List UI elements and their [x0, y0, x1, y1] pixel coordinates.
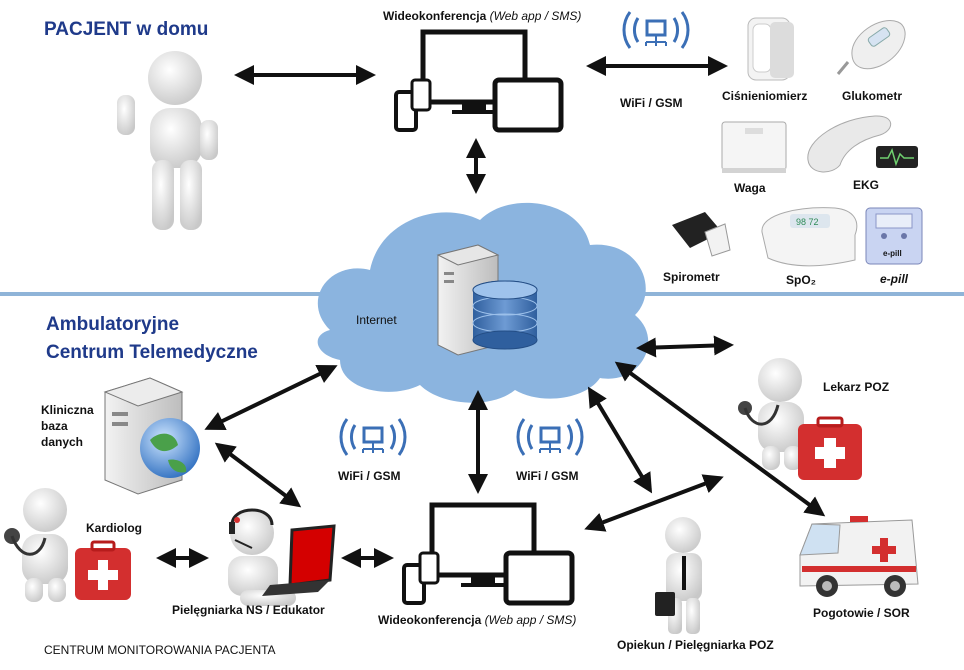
- clinical-database-server-icon: [103, 377, 200, 495]
- wifi-icon: [622, 11, 690, 49]
- internet-label: Internet: [356, 313, 397, 327]
- video-bottom-label-italic: (Web app / SMS): [484, 613, 577, 627]
- patient-figure: [117, 51, 218, 230]
- scale-icon: [721, 121, 787, 173]
- wifi-label-top: WiFi / GSM: [620, 96, 683, 110]
- video-top-label-italic: (Web app / SMS): [489, 9, 582, 23]
- ambulance-icon: [799, 516, 919, 597]
- monitoring-center-footer: CENTRUM MONITOROWANIA PACJENTA: [44, 643, 276, 657]
- cardiologist-figure: [4, 488, 68, 602]
- spo2-pulse-oximeter-icon: 98 72: [761, 207, 858, 267]
- video-bottom-label-text: Wideokonferencja: [378, 613, 482, 627]
- device-label-blood-pressure: Ciśnieniomierz: [722, 89, 808, 103]
- svg-text:98 72: 98 72: [796, 217, 819, 227]
- nurse-educator-label: Pielęgniarka NS / Edukator: [172, 603, 325, 617]
- wifi-icon: [516, 418, 584, 456]
- ekg-device-icon: [807, 115, 918, 173]
- arrow-cloud-carer: [587, 386, 653, 494]
- gp-doctor-label: Lekarz POZ: [823, 380, 890, 394]
- first-aid-kit-icon: [75, 540, 131, 600]
- carer-label: Opiekun / Pielęgniarka POZ: [617, 638, 774, 652]
- wifi-icon: [339, 418, 407, 456]
- device-label-spirometer: Spirometr: [663, 270, 720, 284]
- arrow-database-nurse: [214, 442, 302, 508]
- arrow-video-carer: [584, 474, 724, 532]
- e-pill-brand-text: e-pill: [883, 249, 902, 258]
- gp-doctor-figure: [738, 358, 804, 470]
- arrow-cloud-ambulance: [614, 361, 826, 517]
- spirometer-icon: [672, 212, 731, 257]
- clinical-database-label: Kliniczna baza danych: [41, 403, 94, 449]
- device-label-scale: Waga: [734, 181, 766, 195]
- device-label-glucometer: Glukometr: [842, 89, 903, 103]
- device-label-epill: e-pill: [880, 272, 909, 286]
- wifi-label-bottom-left: WiFi / GSM: [338, 469, 401, 483]
- video-devices-bottom-icon: [402, 502, 575, 606]
- video-devices-top-icon: [394, 29, 564, 133]
- carer-figure: [655, 517, 702, 634]
- first-aid-kit-icon: [798, 416, 862, 480]
- e-pill-dispenser-icon: e-pill: [865, 207, 923, 265]
- video-top-label: Wideokonferencja (Web app / SMS): [383, 9, 581, 23]
- glucometer-icon: [836, 20, 906, 75]
- laptop-icon: [262, 524, 336, 596]
- center-title-line1: Ambulatoryjne: [46, 314, 180, 335]
- video-top-label-text: Wideokonferencja: [383, 9, 487, 23]
- video-bottom-label: Wideokonferencja (Web app / SMS): [378, 613, 576, 627]
- cardiologist-label: Kardiolog: [86, 521, 142, 535]
- device-label-ekg: EKG: [853, 178, 880, 192]
- center-title-line2: Centrum Telemedyczne: [46, 342, 258, 363]
- wifi-label-bottom-right: WiFi / GSM: [516, 469, 579, 483]
- connection-arrows: [156, 56, 826, 568]
- patient-home-title: PACJENT w domu: [44, 19, 209, 40]
- server-database-icon: [436, 244, 538, 356]
- device-label-spo2: SpO₂: [786, 273, 816, 287]
- arrow-cloud-database: [204, 364, 338, 431]
- arrow-cloud-gp: [636, 335, 734, 358]
- ambulance-label: Pogotowie / SOR: [813, 606, 910, 620]
- blood-pressure-monitor-icon: [747, 17, 794, 81]
